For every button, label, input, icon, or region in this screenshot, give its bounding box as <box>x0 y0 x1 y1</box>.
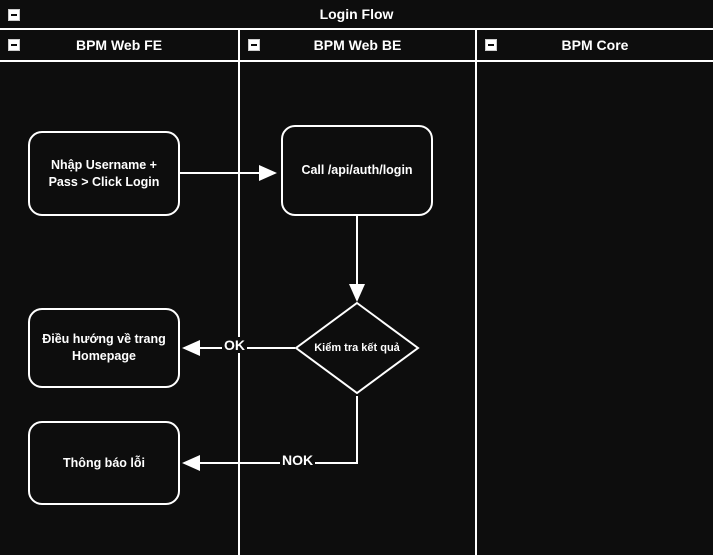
lane-title-fe: BPM Web FE <box>75 37 163 53</box>
lane-bpm-core: BPM Core <box>477 30 713 555</box>
diamond-shape <box>294 301 420 395</box>
lane-title-be: BPM Web BE <box>313 37 402 53</box>
diagram-title-bar: Login Flow <box>0 0 713 30</box>
lane-bpm-web-fe: BPM Web FE <box>0 30 238 555</box>
lane-divider-2 <box>475 30 477 555</box>
lane-bpm-web-be: BPM Web BE <box>240 30 475 555</box>
page-title: Login Flow <box>319 6 394 22</box>
lane-title-core: BPM Core <box>561 37 629 53</box>
node-call-login-api[interactable]: Call /api/auth/login <box>281 125 433 216</box>
collapse-minus-icon[interactable] <box>485 39 497 51</box>
node-show-error[interactable]: Thông báo lỗi <box>28 421 180 505</box>
lane-header-core: BPM Core <box>477 30 713 62</box>
node-label: Nhập Username + Pass > Click Login <box>48 157 160 189</box>
node-label: Call /api/auth/login <box>301 163 413 178</box>
node-input-credentials[interactable]: Nhập Username + Pass > Click Login <box>28 131 180 216</box>
node-label: Điều hướng về trang Homepage <box>42 332 166 363</box>
node-check-result[interactable]: Kiểm tra kết quả <box>293 300 421 396</box>
node-redirect-homepage[interactable]: Điều hướng về trang Homepage <box>28 308 180 388</box>
node-label: Kiểm tra kết quả <box>314 342 400 354</box>
lane-header-fe: BPM Web FE <box>0 30 238 62</box>
collapse-minus-icon[interactable] <box>8 39 20 51</box>
lane-divider-1 <box>238 30 240 555</box>
edge-label-ok: OK <box>222 337 247 353</box>
collapse-minus-icon[interactable] <box>8 9 20 21</box>
node-label: Thông báo lỗi <box>63 455 145 470</box>
lane-header-be: BPM Web BE <box>240 30 475 62</box>
edge-label-nok: NOK <box>280 452 316 468</box>
collapse-minus-icon[interactable] <box>248 39 260 51</box>
